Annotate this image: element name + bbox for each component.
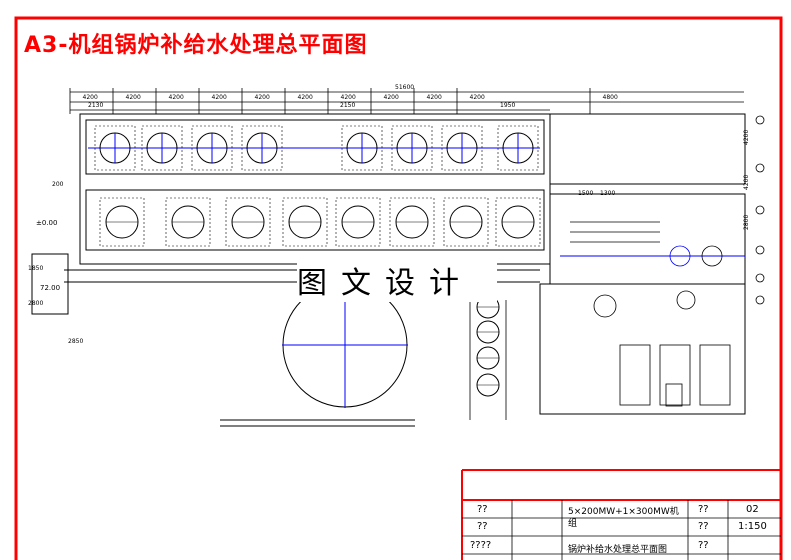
room-label: 72.00 xyxy=(40,284,60,292)
dimension-labels: 4200 4200 4200 4200 4200 4200 4200 4200 4200 4200… xyxy=(28,84,750,345)
dimension-label: 4200 xyxy=(212,94,227,101)
tb-scale-value: 1:150 xyxy=(738,521,767,532)
dimension-label: 4800 xyxy=(603,94,618,101)
sheet-border xyxy=(14,16,783,560)
left-elevation-note: ±0.00 xyxy=(36,219,57,227)
tb-row1-code: ?? xyxy=(477,504,488,515)
axis-bubble xyxy=(755,115,765,125)
title-block-grid xyxy=(462,500,781,560)
dimension-label: 4200 xyxy=(470,94,485,101)
axis-bubble xyxy=(755,295,765,305)
tb-row2-code: ?? xyxy=(477,521,488,532)
axis-lines xyxy=(88,147,745,257)
tb-sheet-label: ?? xyxy=(698,504,709,515)
upper-tank-row xyxy=(94,125,539,171)
lower-tank-row xyxy=(99,197,541,247)
tb-row3-code: ???? xyxy=(470,540,492,551)
left-dimension: 2850 xyxy=(68,338,83,345)
dimension-label: 4200 xyxy=(126,94,141,101)
axis-bubbles xyxy=(755,115,765,305)
axis-bubble xyxy=(755,163,765,173)
left-dimension: 2800 xyxy=(28,300,43,307)
left-dimension: 1850 xyxy=(28,265,43,272)
tb-drawing-title: 锅炉补给水处理总平面图 xyxy=(568,545,668,555)
tb-project: 5×200MW+1×300MW机组 xyxy=(568,507,679,529)
watermark: 图文设计 xyxy=(297,258,497,302)
sheet-title: A3-机组锅炉补给水处理总平面图 xyxy=(24,33,368,58)
dimension-label: 4200 xyxy=(298,94,313,101)
axis-bubble xyxy=(755,245,765,255)
right-dimension: 4200 xyxy=(743,130,750,145)
tb-scale-label: ?? xyxy=(698,521,709,532)
dimension-label: 4200 xyxy=(83,94,98,101)
dimension-label: 4200 xyxy=(341,94,356,101)
right-equipment xyxy=(570,221,731,407)
sub-dimension: 2150 xyxy=(340,102,355,109)
dimension-label: 4200 xyxy=(255,94,270,101)
axis-bubble xyxy=(755,273,765,283)
sub-dimension: 1950 xyxy=(500,102,515,109)
tb-sheet-value: 02 xyxy=(746,504,759,515)
axis-bubble xyxy=(755,205,765,215)
misc-dimension: 200 xyxy=(52,181,64,188)
tb-date-label: ?? xyxy=(698,540,709,551)
right-dimension: 2800 xyxy=(743,215,750,230)
dimension-label: 4200 xyxy=(169,94,184,101)
dimension-label: 4200 xyxy=(427,94,442,101)
right-dimension: 4200 xyxy=(743,175,750,190)
dimension-label: 4200 xyxy=(384,94,399,101)
filter-column xyxy=(469,295,507,420)
overall-dimension: 51600 xyxy=(395,84,414,91)
sub-dimension: 2130 xyxy=(88,102,103,109)
top-dimension-chain xyxy=(70,91,744,111)
dimension-ticks xyxy=(69,88,591,114)
